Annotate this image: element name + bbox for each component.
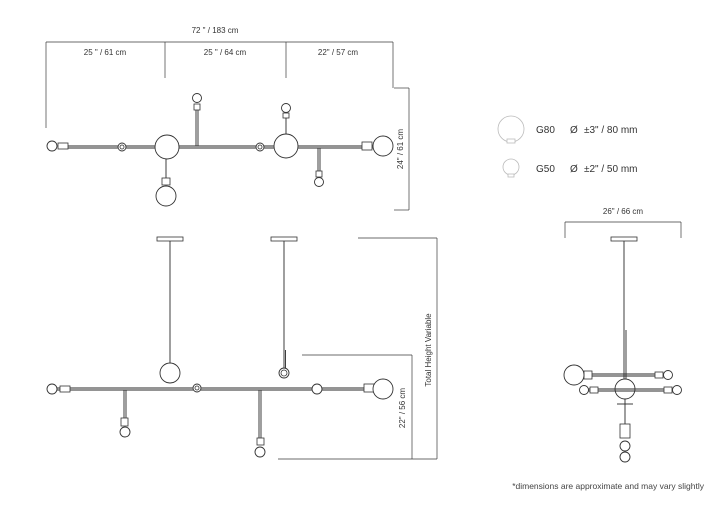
canopy-side [610, 236, 638, 242]
bulb-legend-g80: G80 Ø ±3" / 80 mm [497, 115, 638, 144]
bulb-legend-g50: G50 Ø ±2" / 50 mm [502, 158, 638, 178]
front-fixture [46, 236, 394, 458]
height-front-label: 22" / 56 cm [398, 388, 407, 429]
g80-diameter: ±3" / 80 mm [584, 125, 638, 136]
top-height-dimension [394, 87, 410, 211]
segment-2-label: 25 " / 64 cm [204, 48, 247, 57]
side-fixture [563, 236, 682, 463]
g80-label: G80 [536, 125, 555, 136]
side-width-label: 26" / 66 cm [603, 207, 644, 216]
bulb-legend: G80 Ø ±3" / 80 mm G50 Ø ±2" / 50 mm [497, 115, 638, 178]
g50-diameter: ±2" / 50 mm [584, 164, 638, 175]
total-height-dimension [278, 237, 438, 460]
top-fixture [46, 93, 394, 207]
side-view: 26" / 66 cm [563, 207, 682, 463]
height-top-label: 24" / 61 cm [396, 129, 405, 170]
g80-diameter-symbol: Ø [570, 125, 578, 136]
top-view: 72 " / 183 cm 25 " / 61 cm 25 " / 64 cm … [45, 26, 410, 211]
canopy-left [156, 236, 184, 242]
front-view: Total Height Variable 22" / 56 cm [46, 236, 438, 460]
g50-bulb-icon [502, 158, 520, 176]
canopy-right [270, 236, 298, 242]
top-width-dimension [45, 41, 394, 128]
total-height-label: Total Height Variable [424, 313, 433, 387]
g50-label: G50 [536, 164, 555, 175]
segment-1-label: 25 " / 61 cm [84, 48, 127, 57]
g80-bulb-icon [497, 115, 525, 143]
footnote: *dimensions are approximate and may vary… [512, 481, 705, 491]
total-width-label: 72 " / 183 cm [192, 26, 239, 35]
g50-diameter-symbol: Ø [570, 164, 578, 175]
front-height-dimension [302, 354, 413, 459]
segment-3-label: 22" / 57 cm [318, 48, 359, 57]
side-width-dimension [564, 221, 682, 238]
